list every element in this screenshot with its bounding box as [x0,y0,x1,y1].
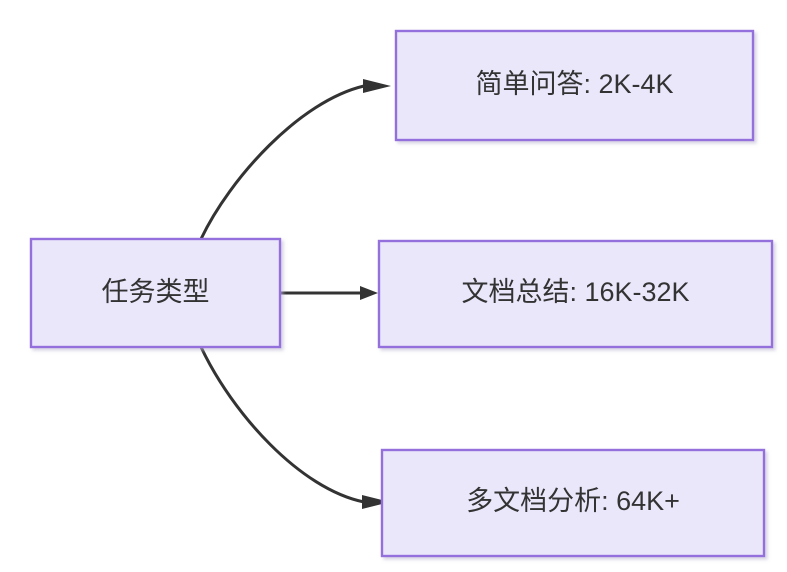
edge-group [199,79,391,509]
edge-task-type-to-simple-qa [199,79,391,240]
edge-line-simple-qa [199,84,365,240]
node-task-type-box[interactable] [29,237,282,349]
arrowhead-doc-summary [360,286,378,300]
node-multi-doc-analysis-box[interactable] [380,448,766,558]
node-doc-summary-label: 文档总结: 16K-32K [461,277,689,307]
edge-task-type-to-multi-doc-analysis [199,346,390,509]
node-simple-qa-label: 简单问答: 2K-4K [475,69,673,99]
arrowhead-multi-doc [362,495,390,509]
node-multi-doc-analysis[interactable]: 多文档分析: 64K+ [380,448,766,558]
node-multi-doc-analysis-label: 多文档分析: 64K+ [466,486,680,516]
edge-line-multi-doc [199,346,365,504]
node-simple-qa-box[interactable] [394,29,755,142]
edge-task-type-to-doc-summary [281,286,378,300]
node-doc-summary[interactable]: 文档总结: 16K-32K [377,239,774,349]
node-doc-summary-box[interactable] [377,239,774,349]
node-task-type[interactable]: 任务类型 [29,237,282,349]
node-simple-qa[interactable]: 简单问答: 2K-4K [394,29,755,142]
node-task-type-label: 任务类型 [102,277,210,307]
arrowhead-simple-qa [363,79,391,93]
